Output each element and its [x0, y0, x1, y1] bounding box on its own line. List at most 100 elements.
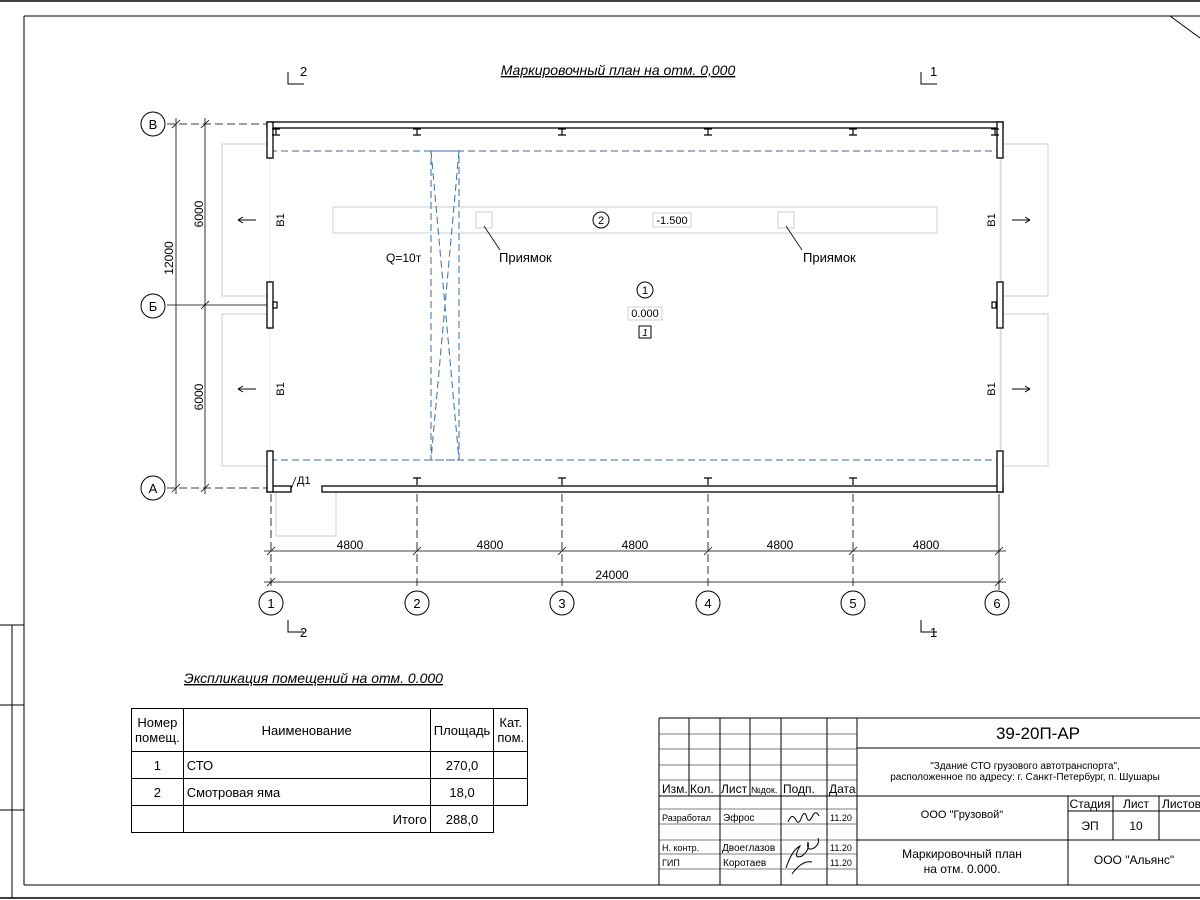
explication-table: Номер помещ. Наименование Площадь Кат. п…	[131, 708, 529, 833]
row-1-name: СТО	[182, 751, 431, 779]
total-area: 288,0	[429, 805, 495, 833]
row-2-category	[493, 778, 529, 806]
row-2-area: 18,0	[429, 778, 495, 806]
row-1-number: 1	[131, 751, 184, 779]
stamp-col-ndok: №док.	[751, 785, 777, 795]
gate-label-left-bottom: В1	[275, 382, 287, 395]
room-1-marker	[636, 281, 654, 299]
row-1-category	[493, 751, 529, 779]
stamp-sheet-title-2: на отм. 0.000.	[924, 862, 1001, 876]
axis-label-a: А	[149, 481, 158, 496]
crane-runway	[270, 150, 1001, 461]
header-room-name: Наименование	[182, 708, 431, 752]
stamp-col-izm: Изм.	[662, 782, 688, 796]
columns	[272, 128, 999, 485]
explication-header-row: Номер помещ. Наименование Площадь Кат. п…	[131, 708, 529, 752]
stamp-stage-label: Стадия	[1070, 797, 1111, 811]
pit-leaders	[483, 225, 803, 251]
dim-total: 24000	[595, 568, 629, 582]
stamp-role-norm-control: Н. контр.	[662, 843, 699, 853]
axis-label-3: 3	[558, 596, 565, 611]
room-1-tag: 1	[642, 328, 648, 339]
room-1-tag-box	[638, 325, 652, 339]
table-row: 1 СТО 270,0	[131, 751, 529, 779]
axis-label-6: 6	[993, 596, 1000, 611]
stamp-sheet-label: Лист	[1123, 797, 1150, 811]
stamp-name-developer: Эфрос	[723, 812, 755, 824]
stamp-date-chief-engineer: 11.20	[830, 858, 852, 868]
dim-vertical-total: 12000	[162, 241, 176, 275]
axis-lines	[167, 123, 1000, 590]
stamp-role-chief-engineer: ГИП	[662, 858, 680, 868]
stamp-date-developer: 11.20	[830, 813, 852, 823]
table-row: 2 Смотровая яма 18,0	[131, 778, 529, 806]
stamp-sheets-label: Листов	[1162, 797, 1200, 811]
total-empty-cell	[131, 805, 184, 833]
explication-title: Экспликация помещений на отм. 0.000	[184, 670, 443, 686]
dim-span-5: 4800	[913, 538, 940, 552]
stamp-project-line1: "Здание СТО грузового автотранспорта",	[930, 761, 1120, 772]
room-2-marker	[592, 211, 610, 229]
header-room-number: Номер помещ.	[131, 708, 184, 752]
dim-vertical-1: 6000	[192, 200, 206, 227]
room-2-level: -1.500	[656, 215, 687, 227]
stamp-sheet-title-1: Маркировочный план	[902, 847, 1022, 861]
room-2-number: 2	[598, 215, 604, 227]
section-marks	[287, 72, 937, 633]
row-1-area: 270,0	[429, 751, 495, 779]
header-room-category: Кат. пом.	[493, 708, 529, 752]
axis-bubbles	[140, 111, 1010, 616]
section-mark-1-top: 1	[930, 64, 937, 79]
stamp-role-developer: Разработал	[662, 813, 711, 823]
stamp-code: 39-20П-АР	[996, 724, 1080, 743]
plan-title: Маркировочный план на отм. 0,000	[501, 62, 736, 78]
dim-span-3: 4800	[622, 538, 649, 552]
axis-label-2: 2	[413, 596, 420, 611]
crane-capacity: Q=10т	[386, 251, 422, 265]
axis-label-1: 1	[267, 596, 274, 611]
dim-vertical-2: 6000	[192, 383, 206, 410]
section-mark-2-top: 2	[300, 64, 307, 79]
building-walls	[266, 121, 1004, 493]
stamp-company: ООО "Альянс"	[1094, 853, 1174, 867]
stamp-name-norm-control: Двоеглазов	[722, 843, 775, 854]
stamp-project-line2: расположенное по адресу: г. Санкт-Петерб…	[890, 771, 1160, 783]
dim-span-4: 4800	[767, 538, 794, 552]
stamp-col-kol: Кол.	[690, 782, 714, 796]
auxiliary-outlines	[221, 143, 1049, 537]
pit-label-2: Приямок	[803, 250, 856, 265]
room-2-level-box	[652, 212, 692, 228]
dimension-lines	[171, 118, 1006, 587]
section-mark-2-bottom: 2	[300, 625, 307, 640]
stamp-col-podp: Подп.	[783, 782, 815, 796]
explication-total-row: Итого 288,0	[131, 805, 528, 833]
header-room-area: Площадь	[429, 708, 495, 752]
stamp-stage: ЭП	[1081, 819, 1098, 833]
axis-label-b: Б	[149, 299, 158, 314]
gate-label-right-top: В1	[986, 213, 998, 226]
dim-span-2: 4800	[477, 538, 504, 552]
axis-label-5: 5	[849, 596, 856, 611]
stamp-name-chief-engineer: Коротаев	[723, 858, 766, 869]
total-blank	[494, 806, 528, 833]
gate-arrows	[237, 216, 1031, 393]
stamp-col-list: Лист	[721, 782, 748, 796]
axis-label-v: В	[149, 117, 158, 132]
axis-label-4: 4	[704, 596, 711, 611]
room-1-level-box	[627, 306, 663, 321]
room-1-number: 1	[642, 285, 648, 297]
stamp-sheet-number: 10	[1129, 819, 1143, 833]
stamp-client: ООО "Грузовой"	[921, 809, 1003, 821]
section-mark-1-bottom: 1	[930, 625, 937, 640]
total-label: Итого	[182, 805, 431, 833]
door-label: Д1	[297, 475, 311, 487]
stamp-col-data: Дата	[829, 782, 856, 796]
door-swing	[290, 476, 297, 490]
signatures	[785, 812, 820, 875]
title-block	[658, 717, 1200, 885]
gate-label-left-top: В1	[275, 213, 287, 226]
row-2-number: 2	[131, 778, 184, 806]
gate-label-right-bottom: В1	[986, 382, 998, 395]
